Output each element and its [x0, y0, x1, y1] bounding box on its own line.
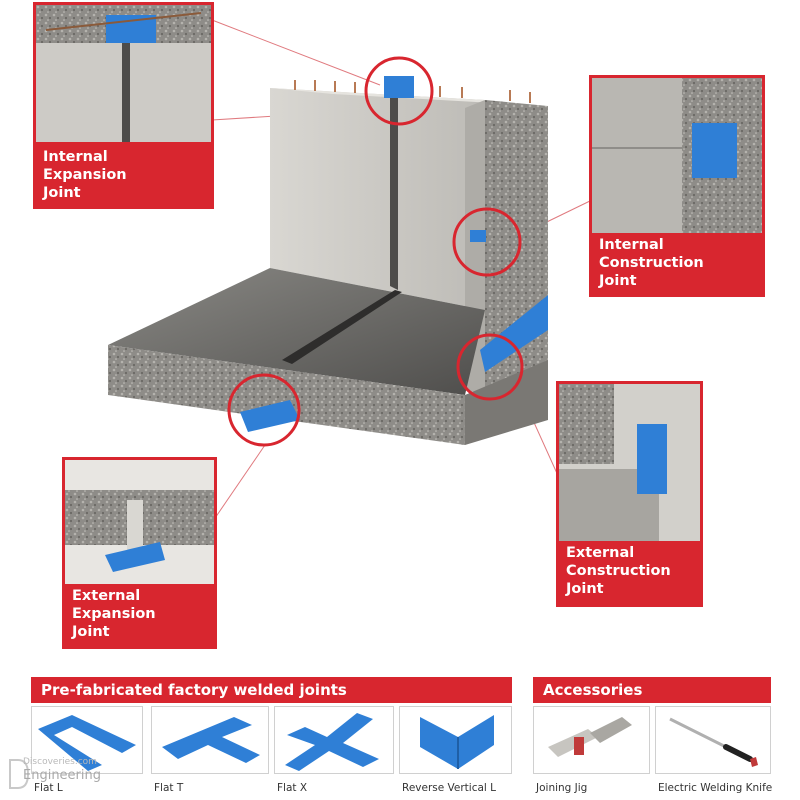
circle-external-expansion — [227, 373, 301, 447]
external-construction-photo — [559, 384, 700, 541]
floor-waterstop — [240, 400, 300, 432]
internal-expansion-photo — [36, 5, 211, 142]
wall-slab-scene — [108, 19, 593, 541]
circle-internal-expansion — [364, 56, 434, 126]
product-electric-welding-knife — [655, 706, 771, 774]
wall-joint — [390, 94, 398, 290]
floor-joint — [282, 290, 402, 364]
wall-top-waterstop — [384, 76, 414, 98]
watermark-line1: Discoveries.com — [23, 757, 97, 767]
floor-slab-side — [465, 360, 548, 445]
joint-highlight-circles — [227, 56, 524, 447]
back-wall — [270, 88, 485, 310]
flat-t-label: Flat T — [154, 782, 184, 794]
product-flat-t — [151, 706, 269, 774]
callout-external-expansion: External Expansion Joint — [62, 457, 217, 649]
side-wall-waterstop-upper — [470, 230, 486, 242]
product-reverse-vertical-l — [399, 706, 512, 774]
floor-slab-top — [108, 268, 485, 395]
product-flat-x — [274, 706, 394, 774]
external-expansion-photo — [65, 460, 214, 584]
reverse-vertical-l-label: Reverse Vertical L — [402, 782, 497, 794]
callout-external-construction: External Construction Joint — [556, 381, 703, 607]
internal-expansion-label: Internal Expansion Joint — [43, 149, 127, 201]
electric-welding-knife-label: Electric Welding Knife — [658, 782, 773, 794]
product-joining-jig — [533, 706, 650, 774]
flat-x-label: Flat X — [277, 782, 308, 794]
circle-internal-construction — [452, 207, 522, 277]
internal-construction-photo — [592, 78, 762, 233]
accessories-section-title: Accessories — [533, 677, 771, 703]
circle-external-construction — [456, 333, 524, 401]
internal-construction-label: Internal Construction Joint — [599, 237, 704, 289]
prefab-section-title: Pre-fabricated factory welded joints — [31, 677, 512, 703]
external-construction-label: External Construction Joint — [566, 545, 671, 597]
rebar-stubs — [294, 80, 531, 103]
callout-internal-expansion: Internal Expansion Joint — [33, 2, 214, 209]
side-wall-waterstop-lower — [480, 295, 548, 372]
watermark-logo-icon — [9, 759, 30, 789]
floor-slab-front — [108, 345, 465, 445]
external-expansion-label: External Expansion Joint — [72, 588, 156, 640]
watermark-line2: Engineering — [23, 768, 101, 783]
product-flat-l — [31, 706, 143, 774]
callout-internal-construction: Internal Construction Joint — [589, 75, 765, 297]
joining-jig-label: Joining Jig — [536, 782, 588, 794]
flat-l-label: Flat L — [34, 782, 63, 794]
